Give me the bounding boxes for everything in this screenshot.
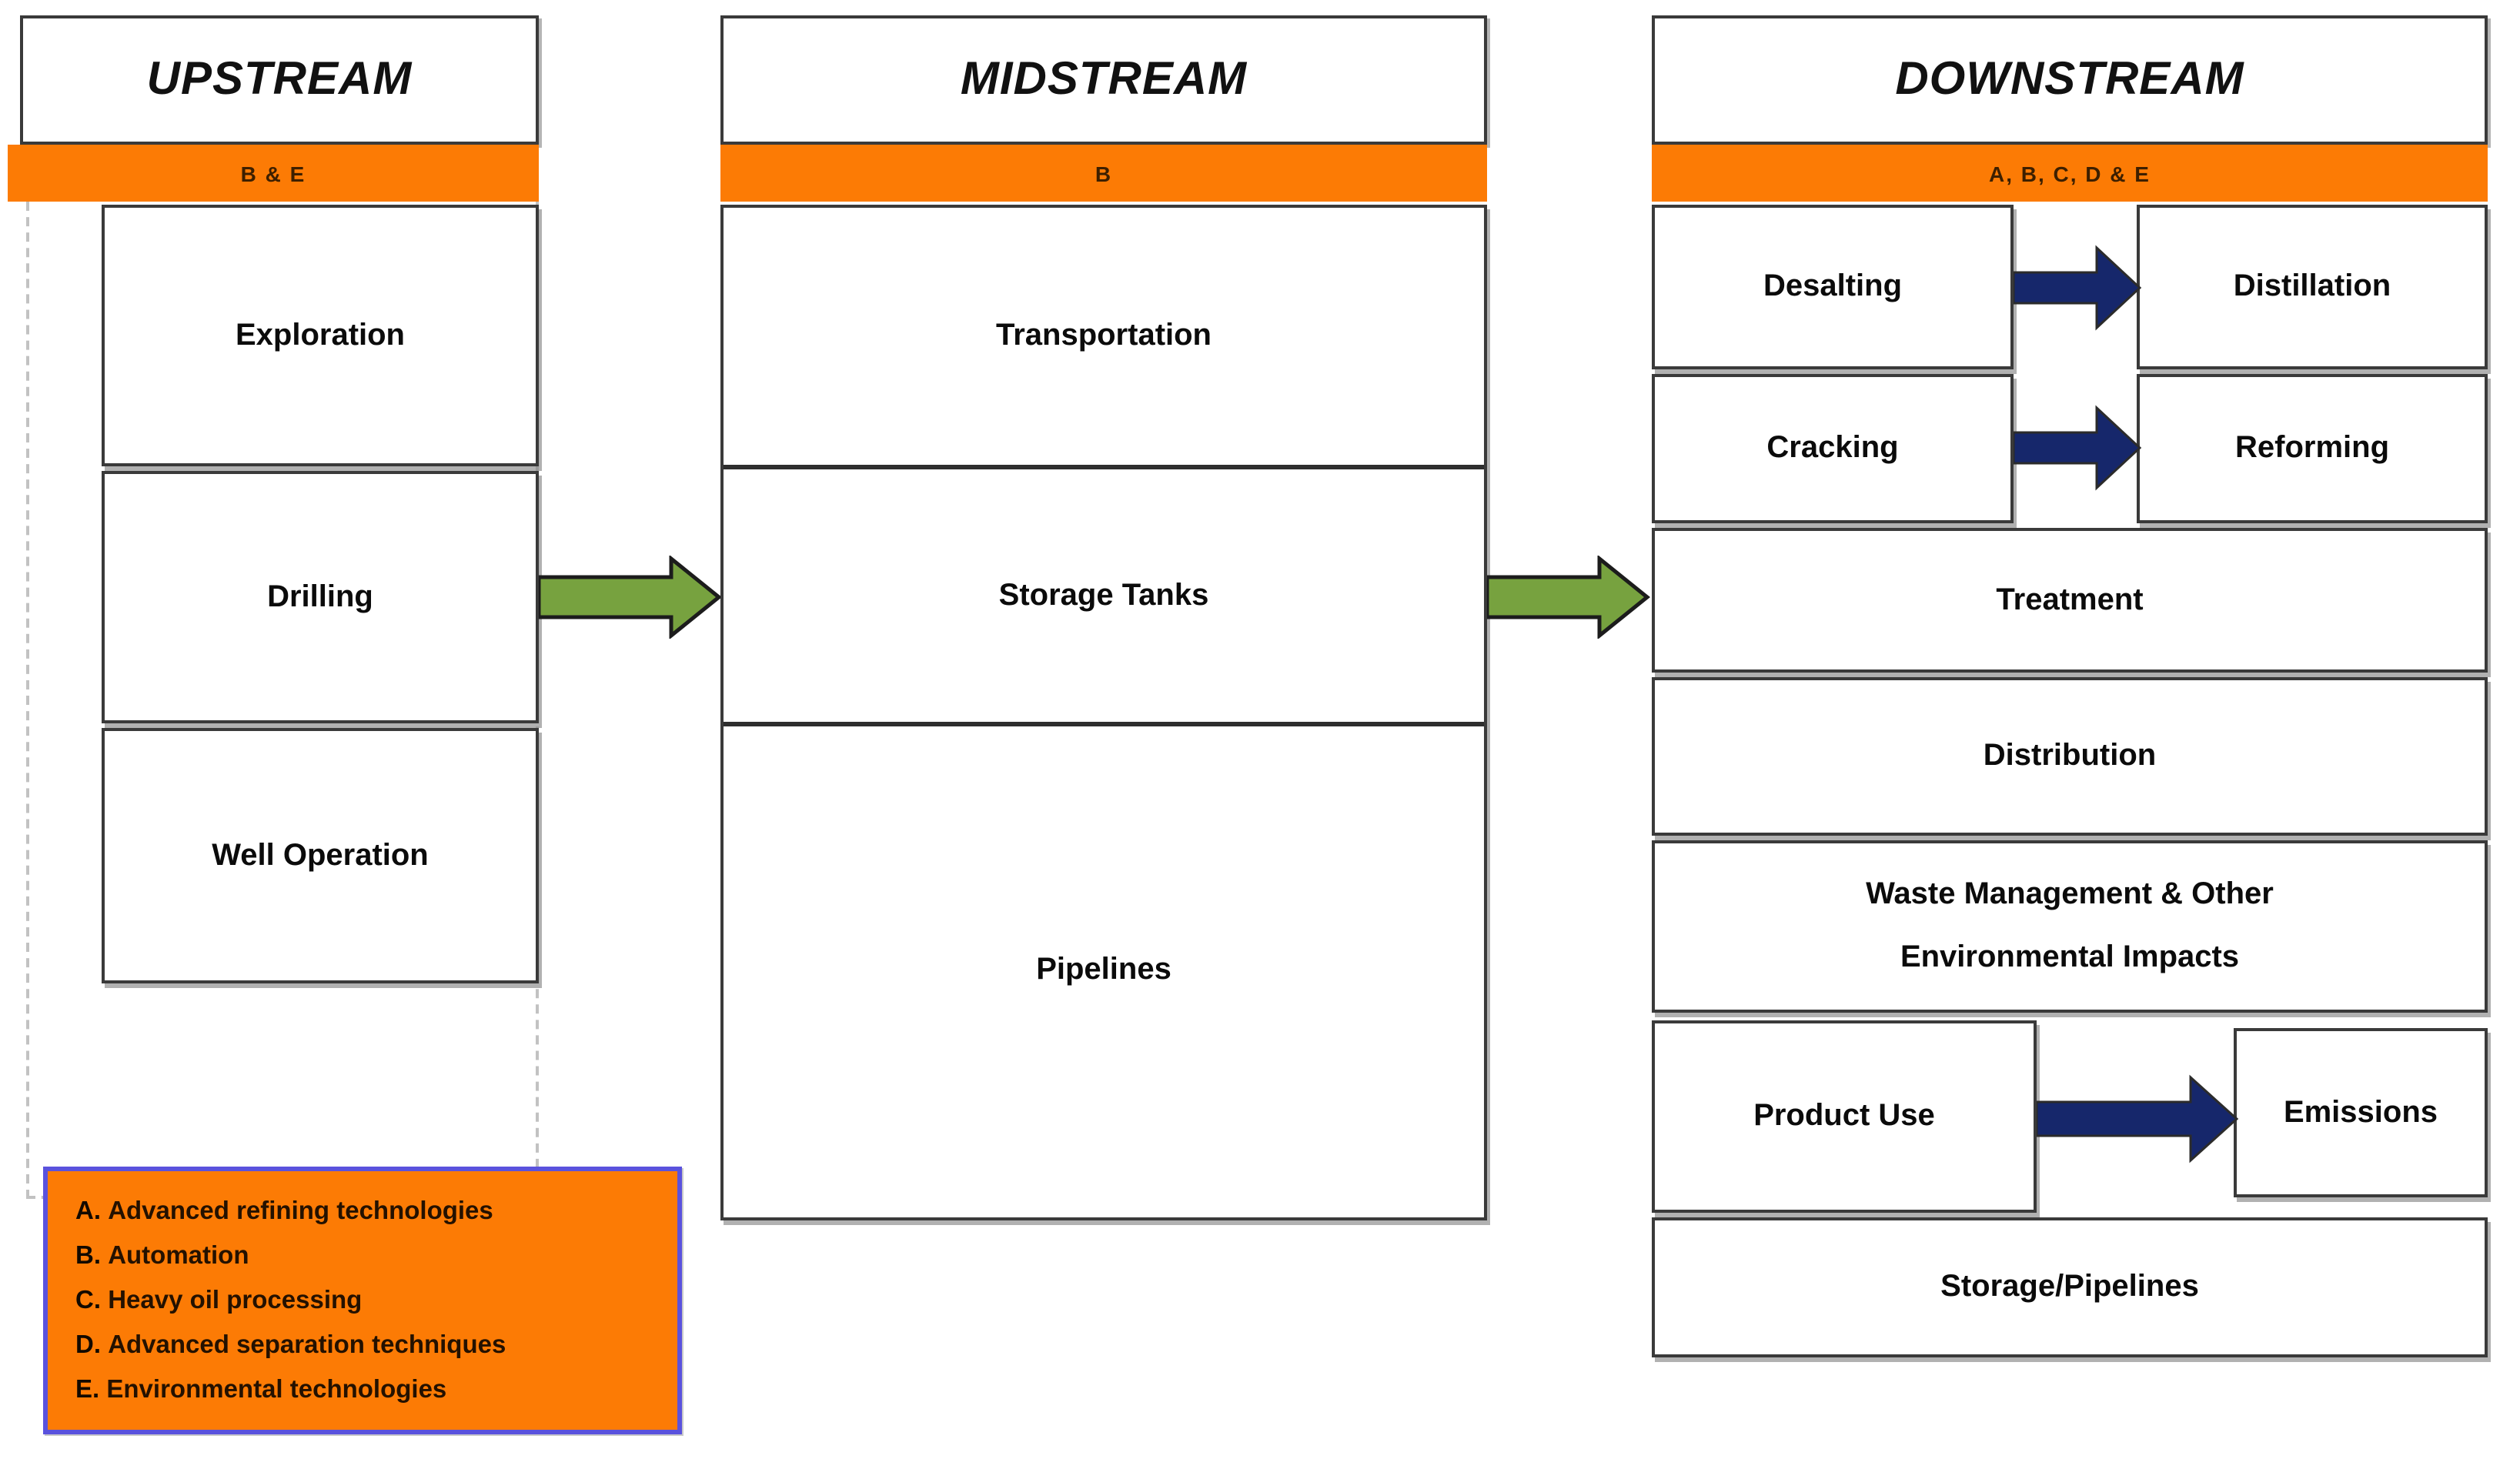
storage-pipelines-label: Storage/Pipelines [1940, 1270, 2199, 1304]
legend-key-a: A. [75, 1197, 101, 1225]
green-arrow-upstream-to-midstream-icon [539, 556, 724, 639]
legend-label-a: Advanced refining technologies [108, 1197, 493, 1225]
legend-key-b: B. [75, 1242, 101, 1270]
cracking-label: Cracking [1766, 431, 1899, 465]
upstream-tech-codes: B & E [240, 161, 306, 185]
downstream-box-waste-management: Waste Management & Other Environmental I… [1652, 840, 2488, 1013]
downstream-box-desalting: Desalting [1652, 205, 2014, 369]
downstream-tech-codes: A, B, C, D & E [1988, 161, 2151, 185]
technology-legend: A. Advanced refining technologies B. Aut… [43, 1167, 682, 1434]
downstream-box-distribution: Distribution [1652, 677, 2488, 836]
upstream-tech-bar: B & E [8, 145, 539, 202]
distillation-label: Distillation [2233, 269, 2391, 303]
waste-management-line1: Waste Management & Other [1866, 877, 2274, 911]
midstream-tech-bar: B [720, 145, 1487, 202]
downstream-box-distillation: Distillation [2137, 205, 2488, 369]
upstream-box-drilling: Drilling [102, 471, 539, 723]
downstream-box-storage-pipelines: Storage/Pipelines [1652, 1217, 2488, 1357]
legend-item-b: B. Automation [75, 1234, 662, 1279]
midstream-box-pipelines: Pipelines [724, 726, 1484, 1213]
legend-key-e: E. [75, 1376, 100, 1404]
downstream-box-product-use: Product Use [1652, 1020, 2037, 1213]
navy-arrow-desalting-to-distillation-icon [2014, 245, 2143, 331]
midstream-tech-codes: B [1095, 161, 1113, 185]
upstream-box-exploration: Exploration [102, 205, 539, 466]
navy-arrow-product-use-to-emissions-icon [2037, 1073, 2240, 1165]
pipelines-label: Pipelines [1036, 952, 1171, 986]
legend-label-b: Automation [108, 1242, 249, 1270]
drilling-label: Drilling [267, 579, 373, 613]
downstream-tech-bar: A, B, C, D & E [1652, 145, 2488, 202]
downstream-box-cracking: Cracking [1652, 374, 2014, 523]
product-use-label: Product Use [1753, 1099, 1935, 1133]
green-arrow-midstream-to-downstream-icon [1487, 556, 1652, 639]
legend-item-a: A. Advanced refining technologies [75, 1190, 662, 1234]
desalting-label: Desalting [1763, 269, 1903, 303]
legend-item-d: D. Advanced separation techniques [75, 1324, 662, 1368]
transportation-label: Transportation [995, 319, 1212, 352]
upstream-title: UPSTREAM [146, 54, 413, 105]
downstream-box-emissions: Emissions [2234, 1028, 2488, 1197]
upstream-header: UPSTREAM [20, 15, 539, 145]
legend-item-e: E. Environmental technologies [75, 1368, 662, 1413]
exploration-label: Exploration [235, 318, 405, 352]
midstream-box-storage-tanks: Storage Tanks [724, 469, 1484, 726]
distribution-label: Distribution [1983, 739, 2157, 773]
reforming-label: Reforming [2235, 431, 2389, 465]
legend-label-d: Advanced separation techniques [108, 1331, 506, 1359]
navy-arrow-cracking-to-reforming-icon [2014, 405, 2143, 491]
midstream-title: MIDSTREAM [960, 54, 1248, 105]
legend-label-c: Heavy oil processing [108, 1287, 363, 1314]
legend-key-d: D. [75, 1331, 101, 1359]
storage-tanks-label: Storage Tanks [998, 578, 1209, 612]
midstream-header: MIDSTREAM [720, 15, 1487, 145]
legend-key-c: C. [75, 1287, 101, 1314]
waste-management-line2: Environmental Impacts [1900, 940, 2240, 974]
downstream-box-treatment: Treatment [1652, 528, 2488, 673]
midstream-box-group: Transportation Storage Tanks Pipelines [720, 205, 1487, 1220]
emissions-label: Emissions [2283, 1095, 2438, 1129]
downstream-box-reforming: Reforming [2137, 374, 2488, 523]
legend-item-c: C. Heavy oil processing [75, 1279, 662, 1324]
midstream-box-transportation: Transportation [724, 208, 1484, 469]
well-operation-label: Well Operation [212, 838, 429, 872]
downstream-title: DOWNSTREAM [1895, 54, 2244, 105]
upstream-box-well-operation: Well Operation [102, 728, 539, 983]
treatment-label: Treatment [1996, 583, 2144, 616]
legend-label-e: Environmental technologies [106, 1376, 447, 1404]
downstream-header: DOWNSTREAM [1652, 15, 2488, 145]
